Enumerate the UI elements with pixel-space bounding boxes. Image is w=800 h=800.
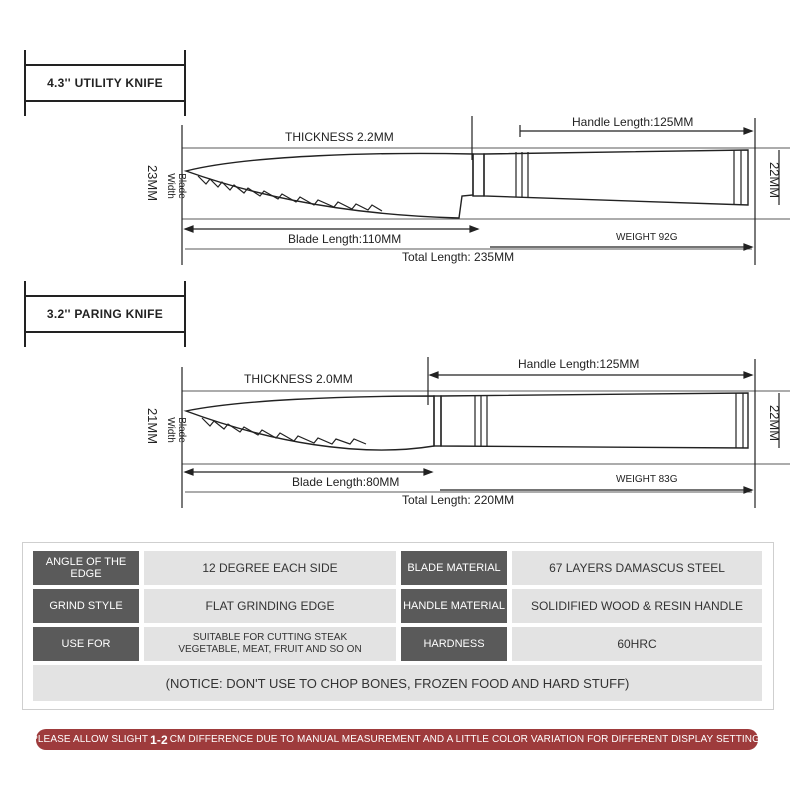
- knife2-handle-arrow-right: [743, 371, 754, 379]
- knife2-blade-length: Blade Length:80MM: [292, 475, 400, 489]
- knife1-total-length: Total Length: 235MM: [402, 250, 515, 264]
- paring-knife-label-text: 3.2'' PARING KNIFE: [46, 307, 164, 321]
- knife1-bolster: [472, 153, 485, 197]
- use-for-value: SUITABLE FOR CUTTING STEAK VEGETABLE, ME…: [144, 627, 396, 661]
- knife1-blade-arrow-left: [183, 225, 194, 233]
- grind-style-header: GRIND STYLE: [33, 589, 139, 623]
- spec-table: ANGLE OF THE EDGE 12 DEGREE EACH SIDE BL…: [22, 542, 774, 710]
- angle-of-edge-header: ANGLE OF THE EDGE: [33, 551, 139, 585]
- knife2-weight-arrow: [743, 486, 754, 494]
- knife2-handle-arrow-left: [428, 371, 439, 379]
- knife2-blade-arrow-left: [183, 468, 194, 476]
- paring-knife-label: 3.2'' PARING KNIFE: [24, 281, 186, 347]
- hardness-value: 60HRC: [512, 627, 762, 661]
- knife1-handle-length: Handle Length:125MM: [572, 115, 694, 129]
- grind-style-value: FLAT GRINDING EDGE: [144, 589, 396, 623]
- knife2-handle-length: Handle Length:125MM: [518, 357, 640, 371]
- knife2-total-length: Total Length: 220MM: [402, 493, 515, 507]
- knife1-blade-arrow-right: [469, 225, 480, 233]
- knife-dimension-drawing: [181, 116, 790, 508]
- knife2-handle-height: 22MM: [767, 404, 782, 442]
- knife2-blade-arrow-right: [423, 468, 434, 476]
- knife1-handle-height: 22MM: [767, 161, 782, 199]
- knife1-handle-arrow-right: [743, 127, 754, 135]
- knife2-weight: WEIGHT 83G: [616, 474, 678, 485]
- knife2-bolster: [433, 395, 442, 447]
- knife2-blade-width-label: Blade Width: [165, 417, 187, 443]
- knife1-thickness: THICKNESS 2.2MM: [285, 130, 394, 144]
- handle-material-value: SOLIDIFIED WOOD & RESIN HANDLE: [512, 589, 762, 623]
- notice-row: (NOTICE: DON'T USE TO CHOP BONES, FROZEN…: [33, 665, 762, 701]
- knife2-blade-width-value: 21MM: [145, 407, 160, 445]
- banner-text-before: PLEASE ALLOW SLIGHT: [31, 734, 149, 745]
- knife1-blade-width-label: Blade Width: [165, 173, 187, 199]
- knife1-blade-serration: [197, 175, 383, 212]
- knife1-weight-arrow: [743, 243, 754, 251]
- use-for-header: USE FOR: [33, 627, 139, 661]
- knife1-blade-outline: [183, 152, 474, 219]
- knife2-thickness: THICKNESS 2.0MM: [244, 372, 353, 386]
- knife2-handle-outline: [440, 392, 749, 449]
- measurement-disclaimer-banner: PLEASE ALLOW SLIGHT 1-2 CM DIFFERENCE DU…: [31, 729, 763, 750]
- banner-text-after: CM DIFFERENCE DUE TO MANUAL MEASUREMENT …: [169, 734, 763, 745]
- knife1-blade-length: Blade Length:110MM: [288, 232, 402, 246]
- knife2-blade-serration: [201, 417, 367, 445]
- utility-knife-label: 4.3'' UTILITY KNIFE: [24, 50, 186, 116]
- banner-text-highlight: 1-2: [150, 732, 168, 747]
- knife1-weight: WEIGHT 92G: [616, 232, 678, 243]
- handle-material-header: HANDLE MATERIAL: [401, 589, 507, 623]
- blade-material-value: 67 LAYERS DAMASCUS STEEL: [512, 551, 762, 585]
- knife1-handle-outline: [483, 149, 749, 206]
- utility-knife-label-text: 4.3'' UTILITY KNIFE: [47, 76, 163, 90]
- blade-material-header: BLADE MATERIAL: [401, 551, 507, 585]
- angle-of-edge-value: 12 DEGREE EACH SIDE: [144, 551, 396, 585]
- knife1-blade-width-value: 23MM: [145, 164, 160, 202]
- hardness-header: HARDNESS: [401, 627, 507, 661]
